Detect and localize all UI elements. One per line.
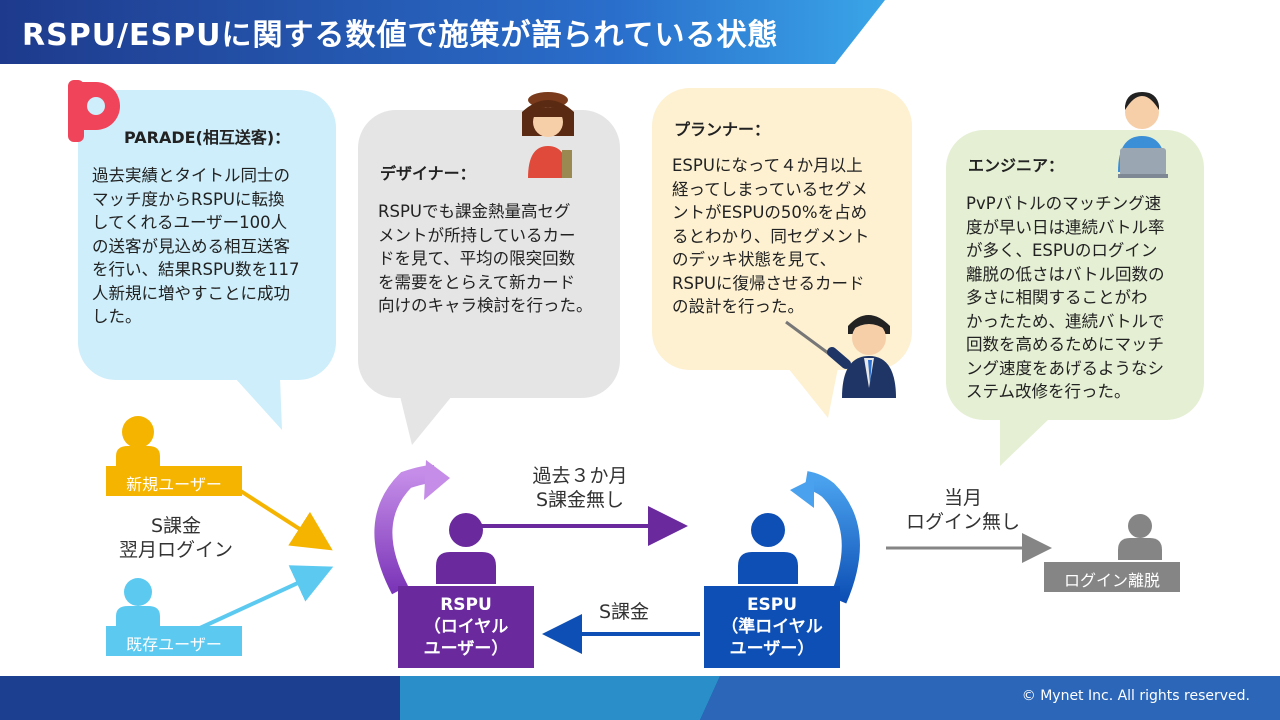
designer-title: デザイナー： — [380, 164, 476, 183]
designer-bubble — [358, 110, 620, 398]
churn-person-icon — [1118, 514, 1162, 560]
designer-line: ドを見て、平均の限突回数 — [378, 249, 576, 268]
planner-line: の設計を行った。 — [672, 297, 804, 316]
new-user-box — [106, 466, 242, 496]
rspu-label-line: ユーザー） — [423, 639, 509, 659]
engineer-line: PvPバトルのマッチング速 — [966, 194, 1162, 213]
espu-label-line: （準ロイヤル — [721, 617, 823, 637]
designer-line: 向けのキャラ検討を行った。 — [378, 296, 593, 315]
parade-line: 人新規に増やすことに成功 — [92, 283, 290, 303]
rspu-to-espu-condition-line: 過去３か月 — [532, 465, 628, 487]
parade-line: を行い、結果RSPU数を117 — [92, 260, 300, 279]
engineer-line: 多さに相関することがわ — [966, 288, 1148, 307]
planner-body: ESPUになって４か月以上 経ってしまっているセグメ ントがESPUの50%を占… — [672, 154, 869, 319]
parade-body: 過去実績とタイトル同士の マッチ度からRSPUに転換 してくれるユーザー100人… — [92, 164, 299, 329]
rspu-loop-arrowhead — [424, 460, 450, 500]
planner-line: ESPUになって４か月以上 — [672, 156, 863, 175]
parade-line: 過去実績とタイトル同士の — [92, 166, 290, 185]
espu-to-rspu-condition: S課金 — [598, 601, 650, 623]
designer-line: メントが所持しているカー — [378, 225, 576, 245]
engineer-title: エンジニア： — [968, 156, 1065, 175]
rspu-person-icon — [436, 513, 496, 584]
planner-illustration-icon — [785, 315, 896, 398]
espu-loop-arrowhead — [790, 478, 814, 508]
parade-line: マッチ度からRSPUに転換 — [92, 189, 285, 209]
footer-band-accent — [400, 676, 720, 720]
espu-loop-arrow — [804, 471, 860, 604]
existing-user-box — [106, 626, 242, 656]
parade-title: PARADE(相互送客)： — [124, 128, 291, 147]
designer-line: RSPUでも課金熱量高セグ — [378, 202, 571, 221]
planner-line: のデッキ状態を見て、 — [672, 250, 837, 269]
copyright-footer: © Mynet Inc. All rights reserved. — [1021, 688, 1250, 704]
engineer-line: かったため、連続バトルで — [966, 311, 1165, 331]
planner-bubble-tail — [788, 368, 838, 418]
rspu-label: RSPU （ロイヤル ユーザー） — [398, 594, 534, 660]
new-user-label: 新規ユーザー — [126, 475, 222, 494]
engineer-body: PvPバトルのマッチング速 度が早い日は連続バトル率 が多く、ESPUのログイン… — [966, 192, 1165, 404]
planner-title: プランナー： — [674, 120, 771, 139]
rspu-label-line: RSPU — [440, 595, 492, 615]
planner-line: ントがESPUの50%を占め — [672, 203, 868, 222]
engineer-line: 度が早い日は連続バトル率 — [966, 217, 1165, 237]
engineer-bubble-tail — [1000, 418, 1050, 466]
churn-condition: 当月 ログイン無し — [888, 486, 1038, 534]
new-user-inflow-arrow — [234, 486, 333, 551]
existing-user-label: 既存ユーザー — [126, 635, 222, 654]
rspu-box — [398, 586, 534, 668]
designer-line: を需要をとらえて新カード — [378, 272, 576, 292]
engineer-line: 回数を高めるためにマッチ — [966, 335, 1164, 354]
parade-logo-icon — [68, 80, 120, 142]
rspu-to-espu-condition: 過去３か月 S課金無し — [510, 464, 650, 512]
engineer-line: 離脱の低さはバトル回数の — [966, 264, 1165, 284]
espu-box — [704, 586, 840, 668]
espu-person-icon — [738, 513, 798, 584]
new-user-person-icon — [116, 416, 160, 466]
designer-body: RSPUでも課金熱量高セグ メントが所持しているカー ドを見て、平均の限突回数 … — [378, 200, 593, 318]
designer-bubble-tail — [400, 396, 452, 445]
existing-user-person-icon — [116, 578, 160, 626]
engineer-line: ング速度をあげるようなシ — [966, 358, 1164, 378]
title-bar — [0, 0, 885, 64]
planner-line: 経ってしまっているセグメ — [672, 179, 868, 199]
rspu-label-line: （ロイヤル — [423, 617, 509, 637]
churn-condition-line: ログイン無し — [905, 511, 1020, 533]
churn-label: ログイン離脱 — [1063, 571, 1160, 590]
espu-label: ESPU （準ロイヤル ユーザー） — [704, 594, 840, 660]
inflow-condition: S課金 翌月ログイン — [96, 514, 256, 562]
designer-illustration-icon — [522, 92, 574, 178]
churn-box — [1044, 562, 1180, 592]
rspu-to-espu-condition-line: S課金無し — [535, 489, 625, 511]
inflow-condition-line: 翌月ログイン — [118, 539, 233, 561]
footer-band-left — [0, 676, 400, 720]
churn-condition-line: 当月 — [943, 487, 982, 509]
parade-bubble — [78, 90, 336, 380]
planner-bubble — [652, 88, 912, 370]
espu-label-line: ユーザー） — [729, 639, 815, 659]
parade-line: した。 — [92, 307, 142, 326]
engineer-line: ステム改修を行った。 — [966, 382, 1131, 401]
parade-line: の送客が見込める相互送客 — [92, 236, 290, 256]
page-title: RSPU/ESPUに関する数値で施策が語られている状態 — [22, 18, 779, 53]
parade-line: してくれるユーザー100人 — [92, 213, 288, 232]
planner-line: RSPUに復帰させるカード — [672, 273, 865, 293]
engineer-illustration-icon — [1118, 92, 1168, 178]
parade-bubble-tail — [235, 378, 282, 430]
espu-label-line: ESPU — [746, 595, 798, 615]
existing-user-inflow-arrow — [199, 565, 334, 630]
inflow-condition-line: S課金 — [150, 515, 202, 537]
footer-band-accent-2 — [700, 676, 1280, 720]
planner-line: るとわかり、同セグメント — [672, 226, 870, 246]
engineer-bubble — [946, 130, 1204, 420]
engineer-line: が多く、ESPUのログイン — [966, 241, 1158, 260]
